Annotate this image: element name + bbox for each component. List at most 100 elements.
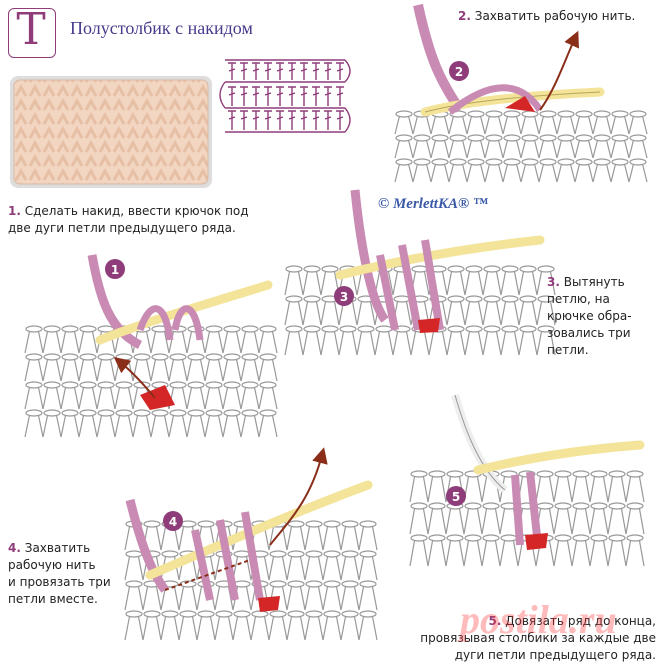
step5-line2: провязывая столбики за каждые две — [420, 631, 656, 645]
fabric-stitch — [463, 473, 483, 503]
step3-caption: 3. Вытянуть петлю, на крючке обра- зовал… — [547, 275, 632, 357]
fabric-loop — [161, 550, 179, 558]
symbol-hdc — [300, 86, 308, 106]
fabric-stitch — [499, 537, 519, 567]
fabric-loop — [233, 550, 251, 558]
fabric-stitch — [589, 473, 609, 503]
fabric-loop — [305, 520, 323, 528]
fabric-loop — [611, 110, 629, 118]
fabric-loop — [133, 409, 151, 417]
fabric-loop — [305, 610, 323, 618]
fabric-loop — [395, 110, 413, 118]
fabric-stitch — [589, 537, 609, 567]
symbol-hdc — [252, 86, 260, 106]
fabric-loop — [169, 381, 187, 389]
fabric-loop — [285, 295, 303, 303]
fabric-stitch — [463, 537, 483, 567]
fabric-loop — [215, 610, 233, 618]
fabric-loop — [339, 325, 357, 333]
fabric-stitch — [214, 613, 234, 641]
fabric-loop — [303, 265, 321, 273]
fabric-loop — [285, 325, 303, 333]
symbol-hdc — [240, 62, 248, 80]
fabric-stitch — [446, 268, 466, 296]
step3-line5: петли. — [547, 343, 589, 357]
fabric-stitch — [232, 613, 252, 641]
fabric-loop — [287, 610, 305, 618]
fabric-stitch — [302, 298, 322, 326]
fabric-loop — [43, 353, 61, 361]
fabric-stitch — [268, 553, 288, 581]
fabric-stitch — [322, 613, 342, 641]
fabric-loop — [25, 325, 43, 333]
fabric-stitch — [250, 613, 270, 641]
fabric-loop — [575, 134, 593, 142]
symbol-hdc — [264, 62, 272, 80]
fabric-stitch — [518, 268, 538, 296]
fabric-stitch — [322, 523, 342, 551]
fabric-stitch — [286, 613, 306, 641]
fabric-loop — [303, 295, 321, 303]
symbol-hdc — [228, 86, 236, 106]
fabric-loop — [503, 110, 521, 118]
fabric-loop — [467, 158, 485, 166]
badge-2-label: 2 — [455, 65, 463, 79]
step4-number: 4 — [8, 541, 17, 555]
fabric-stitch — [482, 328, 502, 356]
fabric-loop — [395, 158, 413, 166]
fabric-loop — [626, 470, 644, 478]
fabric-stitch — [625, 537, 645, 567]
fabric-loop — [241, 409, 259, 417]
fabric-stitch — [463, 505, 483, 535]
fabric-loop — [554, 470, 572, 478]
fabric-stitch — [481, 537, 501, 567]
symbol-hdc — [324, 86, 332, 106]
fabric-stitch — [553, 537, 573, 567]
fabric-loop — [590, 502, 608, 510]
fabric-stitch — [304, 583, 324, 611]
fabric-loop — [285, 265, 303, 273]
fabric-stitch — [178, 613, 198, 641]
fabric-loop — [626, 502, 644, 510]
fabric-loop — [483, 295, 501, 303]
fabric-loop — [521, 110, 539, 118]
fabric-stitch — [160, 613, 180, 641]
fabric-stitch — [625, 473, 645, 503]
fabric-loop — [537, 325, 555, 333]
symbol-hdc — [264, 110, 272, 130]
fabric-loop — [97, 381, 115, 389]
fabric-loop — [554, 502, 572, 510]
fabric-loop — [125, 550, 143, 558]
fabric-loop — [303, 325, 321, 333]
logo-frame — [8, 8, 56, 58]
fabric-stitch — [482, 268, 502, 296]
fabric-loop — [197, 520, 215, 528]
badge-2 — [449, 61, 469, 81]
fabric-stitch — [518, 298, 538, 326]
fabric-loop — [449, 158, 467, 166]
step2-caption: 2. Захватить рабочую нить. — [458, 9, 636, 23]
symbol-hdc — [252, 110, 260, 130]
fabric-loop — [467, 110, 485, 118]
badge-1 — [105, 259, 125, 279]
fabric-loop — [572, 534, 590, 542]
fabric-loop — [536, 502, 554, 510]
fabric-loop — [485, 134, 503, 142]
fabric-stitch — [124, 613, 144, 641]
fabric-loop — [557, 158, 575, 166]
fabric-stitch — [392, 328, 412, 356]
fabric-stitch — [304, 553, 324, 581]
symbol-hdc — [300, 110, 308, 130]
fabric-loop — [500, 534, 518, 542]
fabric-loop — [115, 409, 133, 417]
fabric-stitch — [358, 583, 378, 611]
copyright-credit: © MerlettKA® ™ — [378, 196, 488, 212]
fabric-stitch — [302, 268, 322, 296]
fabric-stitch — [340, 583, 360, 611]
symbol-hdc — [276, 62, 284, 80]
fabric-loop — [341, 610, 359, 618]
fabric-loop — [410, 470, 428, 478]
fabric-loop — [305, 550, 323, 558]
symbol-hdc — [288, 62, 296, 80]
fabric-loop — [79, 325, 97, 333]
